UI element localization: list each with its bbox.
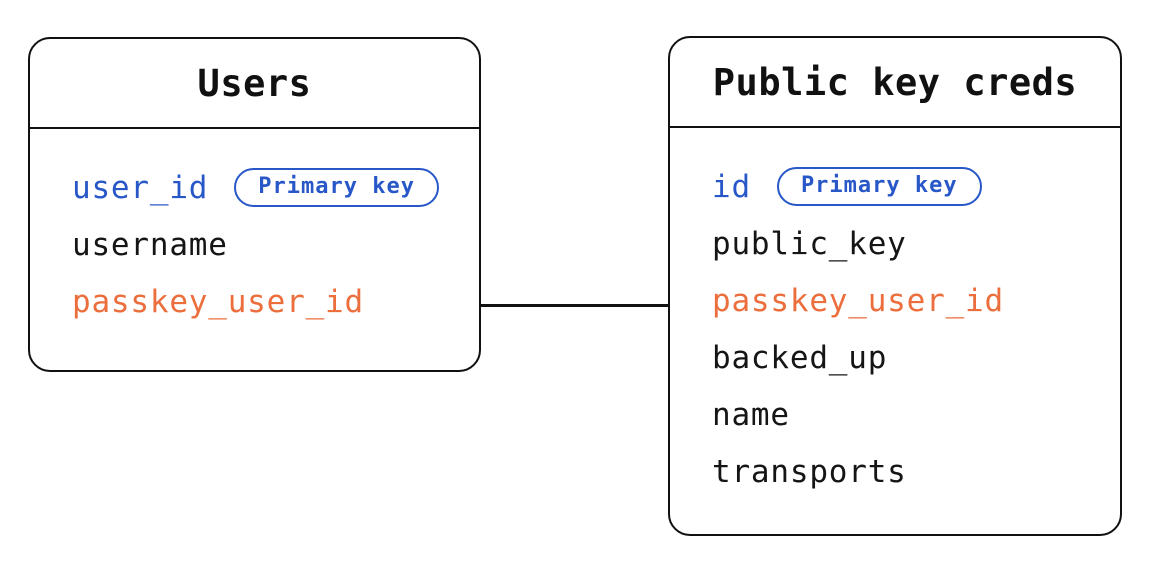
field-name-username: username bbox=[72, 226, 228, 263]
field-row-transports: transports bbox=[712, 443, 1120, 500]
field-name-public_key: public_key bbox=[712, 225, 907, 262]
table-users-title: Users bbox=[30, 39, 479, 129]
field-row-passkey_user_id: passkey_user_id bbox=[712, 272, 1120, 329]
field-row-id: id Primary key bbox=[712, 158, 1120, 215]
field-row-public_key: public_key bbox=[712, 215, 1120, 272]
table-public-key-creds: Public key creds id Primary key public_key… bbox=[668, 36, 1122, 536]
field-row-backed_up: backed_up bbox=[712, 329, 1120, 386]
primary-key-badge: Primary key bbox=[234, 168, 439, 207]
field-row-name: name bbox=[712, 386, 1120, 443]
field-row-passkey_user_id: passkey_user_id bbox=[72, 273, 479, 330]
field-name-passkey_user_id: passkey_user_id bbox=[72, 283, 364, 320]
field-row-username: username bbox=[72, 216, 479, 273]
field-name-name: name bbox=[712, 396, 790, 433]
field-name-passkey_user_id: passkey_user_id bbox=[712, 282, 1004, 319]
table-public-key-creds-title: Public key creds bbox=[670, 38, 1120, 128]
primary-key-badge: Primary key bbox=[776, 167, 982, 206]
field-name-transports: transports bbox=[712, 453, 907, 490]
field-row-user_id: user_id Primary key bbox=[72, 159, 479, 216]
field-name-id: id bbox=[712, 168, 751, 205]
field-name-backed_up: backed_up bbox=[712, 339, 888, 376]
relationship-line bbox=[480, 304, 669, 307]
field-name-user_id: user_id bbox=[72, 169, 209, 206]
